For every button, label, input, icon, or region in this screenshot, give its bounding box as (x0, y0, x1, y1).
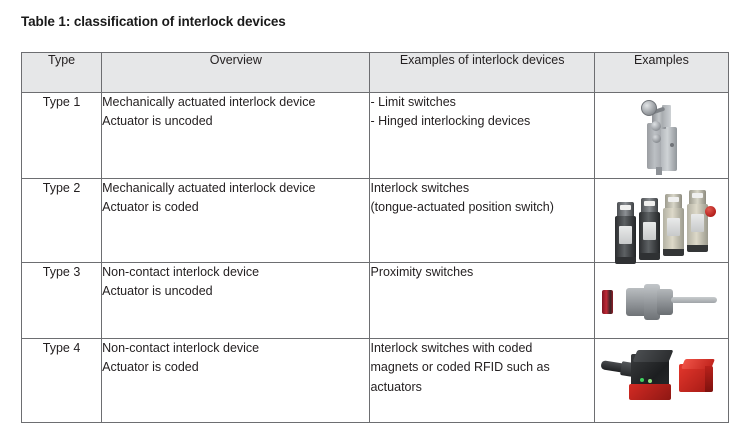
rfid-safety-switch-icon (595, 339, 728, 422)
table-header: Type Overview Examples of interlock devi… (20, 52, 730, 93)
overview-line: Non-contact interlock device (102, 265, 260, 279)
device-line: - Limit switches (370, 95, 456, 109)
cell-overview: Non-contact interlock device Actuator is… (101, 338, 371, 423)
table-header-row: Type Overview Examples of interlock devi… (20, 52, 730, 93)
table-body: Type 1 Mechanically actuated interlock d… (20, 92, 730, 423)
cell-overview: Mechanically actuated interlock device A… (101, 178, 371, 263)
proximity-switch-icon (595, 263, 728, 338)
cell-devices: - Limit switches - Hinged interlocking d… (369, 92, 595, 179)
device-line: actuators (370, 379, 422, 394)
device-line: Interlock switches (370, 181, 470, 195)
device-line: (tongue-actuated position switch) (370, 200, 554, 215)
column-header-examples-of-interlock-devices: Examples of interlock devices (369, 52, 595, 93)
overview-line: Actuator is uncoded (102, 284, 213, 299)
cell-type: Type 2 (20, 178, 103, 263)
limit-switch-icon (595, 93, 728, 178)
cell-type: Type 3 (20, 262, 103, 339)
cell-type: Type 4 (20, 338, 103, 423)
table-row: Type 1 Mechanically actuated interlock d… (20, 92, 730, 179)
column-header-examples: Examples (593, 52, 730, 93)
red-knob-icon (704, 205, 716, 217)
cell-devices: Interlock switches (tongue-actuated posi… (369, 178, 595, 263)
table-row: Type 3 Non-contact interlock device Actu… (20, 262, 730, 339)
table-row: Type 4 Non-contact interlock device Actu… (20, 338, 730, 423)
table-caption: Table 1: classification of interlock dev… (21, 14, 286, 29)
cell-example-image (593, 262, 730, 339)
overview-line: Actuator is coded (102, 360, 199, 375)
cell-example-image (593, 338, 730, 423)
cell-devices: Interlock switches with coded magnets or… (369, 338, 595, 423)
cell-overview: Non-contact interlock device Actuator is… (101, 262, 371, 339)
interlock-classification-table: Type Overview Examples of interlock devi… (20, 52, 730, 423)
cell-example-image (593, 92, 730, 179)
overview-line: Non-contact interlock device (102, 341, 260, 355)
table-row: Type 2 Mechanically actuated interlock d… (20, 178, 730, 264)
cell-overview: Mechanically actuated interlock device A… (101, 92, 371, 179)
column-header-overview: Overview (101, 52, 371, 93)
device-line: Interlock switches with coded (370, 341, 533, 355)
overview-line: Mechanically actuated interlock device (102, 95, 316, 109)
cell-type: Type 1 (20, 92, 103, 179)
cell-example-image (593, 178, 730, 264)
interlock-switches-icon (595, 179, 728, 264)
cell-devices: Proximity switches (369, 262, 595, 339)
column-header-type: Type (20, 52, 103, 93)
overview-line: Mechanically actuated interlock device (102, 181, 316, 195)
device-line: - Hinged interlocking devices (370, 114, 531, 129)
overview-line: Actuator is uncoded (102, 114, 213, 129)
device-line: Proximity switches (370, 265, 474, 279)
device-line: magnets or coded RFID such as (370, 360, 550, 375)
overview-line: Actuator is coded (102, 200, 199, 215)
